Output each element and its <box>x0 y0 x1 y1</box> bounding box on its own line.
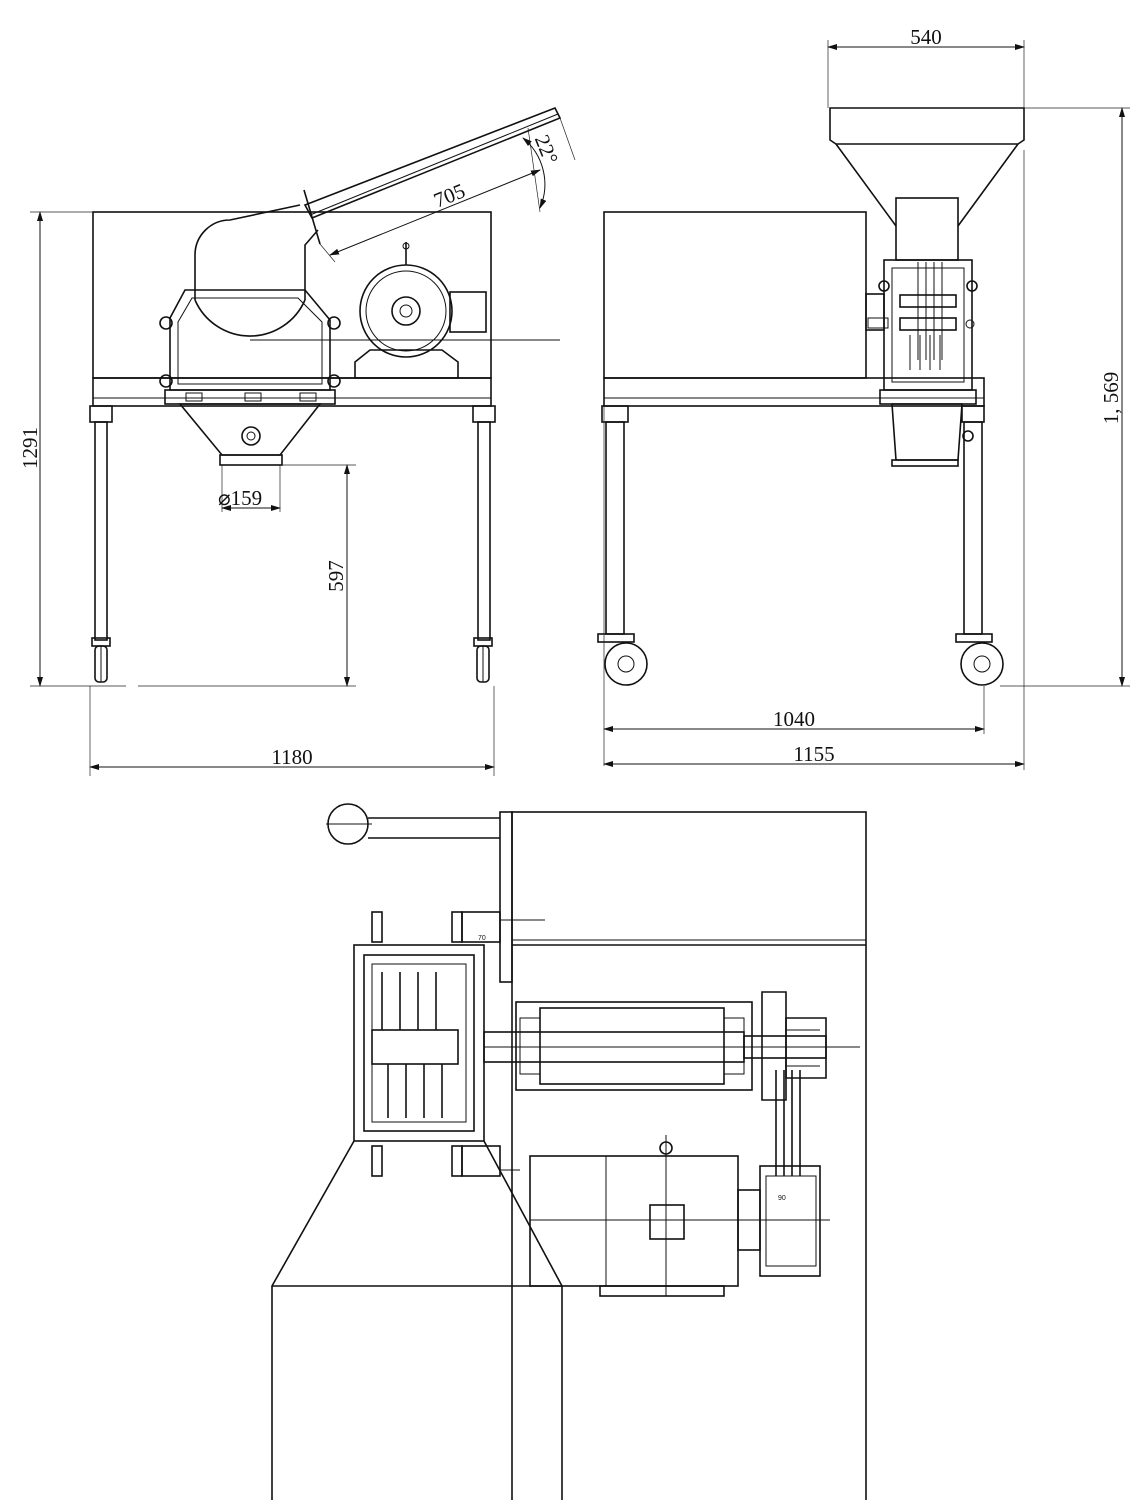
side-table-frame <box>603 377 985 407</box>
dim-1291: 1291 <box>18 211 126 687</box>
pulley-large-label: 70 <box>478 935 486 942</box>
mill-housing <box>159 204 560 466</box>
side-cabinet <box>603 211 867 379</box>
front-cabinet <box>92 211 492 379</box>
front-table-frame <box>92 377 492 407</box>
small-pulley: 90 <box>740 1165 830 1277</box>
dim-1180: 1180 <box>89 686 495 776</box>
front-leg-left <box>94 421 108 641</box>
hopper-width-label: 540 <box>910 25 942 49</box>
front-leg-left-top <box>89 405 113 423</box>
side-view: 540 1, 569 1040 1155 <box>597 25 1130 770</box>
hopper <box>829 107 1025 227</box>
front-leg-right <box>477 421 491 641</box>
chute-angle-label: 22° <box>530 131 563 167</box>
top-view: 70 <box>271 803 867 1500</box>
side-caster-left <box>597 633 648 686</box>
handle <box>326 803 500 845</box>
feed-chute <box>303 106 562 245</box>
side-caster-right <box>955 633 1004 686</box>
dim-1040: 1040 <box>603 406 985 766</box>
overall-depth-label: 1155 <box>793 742 834 766</box>
outlet-height-label: 597 <box>324 560 348 592</box>
dim-159: ⌀159 <box>218 465 281 512</box>
belts <box>775 1070 801 1176</box>
dim-1155: 1155 <box>603 150 1025 770</box>
dim-1569: 1, 569 <box>1000 107 1130 687</box>
front-leg-right-top <box>472 405 496 423</box>
motor-top <box>529 1135 761 1297</box>
front-caster-left <box>91 637 111 683</box>
mill-chamber: 70 <box>353 911 545 1177</box>
main-shaft <box>483 1001 860 1091</box>
side-leg-right <box>963 421 983 635</box>
front-width-label: 1180 <box>271 745 312 769</box>
motor-front <box>354 242 487 379</box>
pulley-small-label: 90 <box>778 1195 786 1202</box>
large-pulley <box>761 991 827 1101</box>
side-leg-left <box>605 421 625 635</box>
dim-22deg: 22° <box>522 127 563 213</box>
hopper-top <box>271 1140 563 1500</box>
dim-597: 597 <box>138 464 356 687</box>
front-caster-right <box>473 637 493 683</box>
dim-540: 540 <box>827 25 1025 108</box>
mill-side <box>865 197 978 467</box>
front-view: 1291 1180 597 ⌀159 705 <box>18 106 576 776</box>
front-height-label: 1291 <box>18 427 42 469</box>
outlet-diameter-label: ⌀159 <box>218 486 262 510</box>
frame-depth-label: 1040 <box>773 707 815 731</box>
chute-length-label: 705 <box>430 178 468 212</box>
total-height-label: 1, 569 <box>1099 372 1123 425</box>
